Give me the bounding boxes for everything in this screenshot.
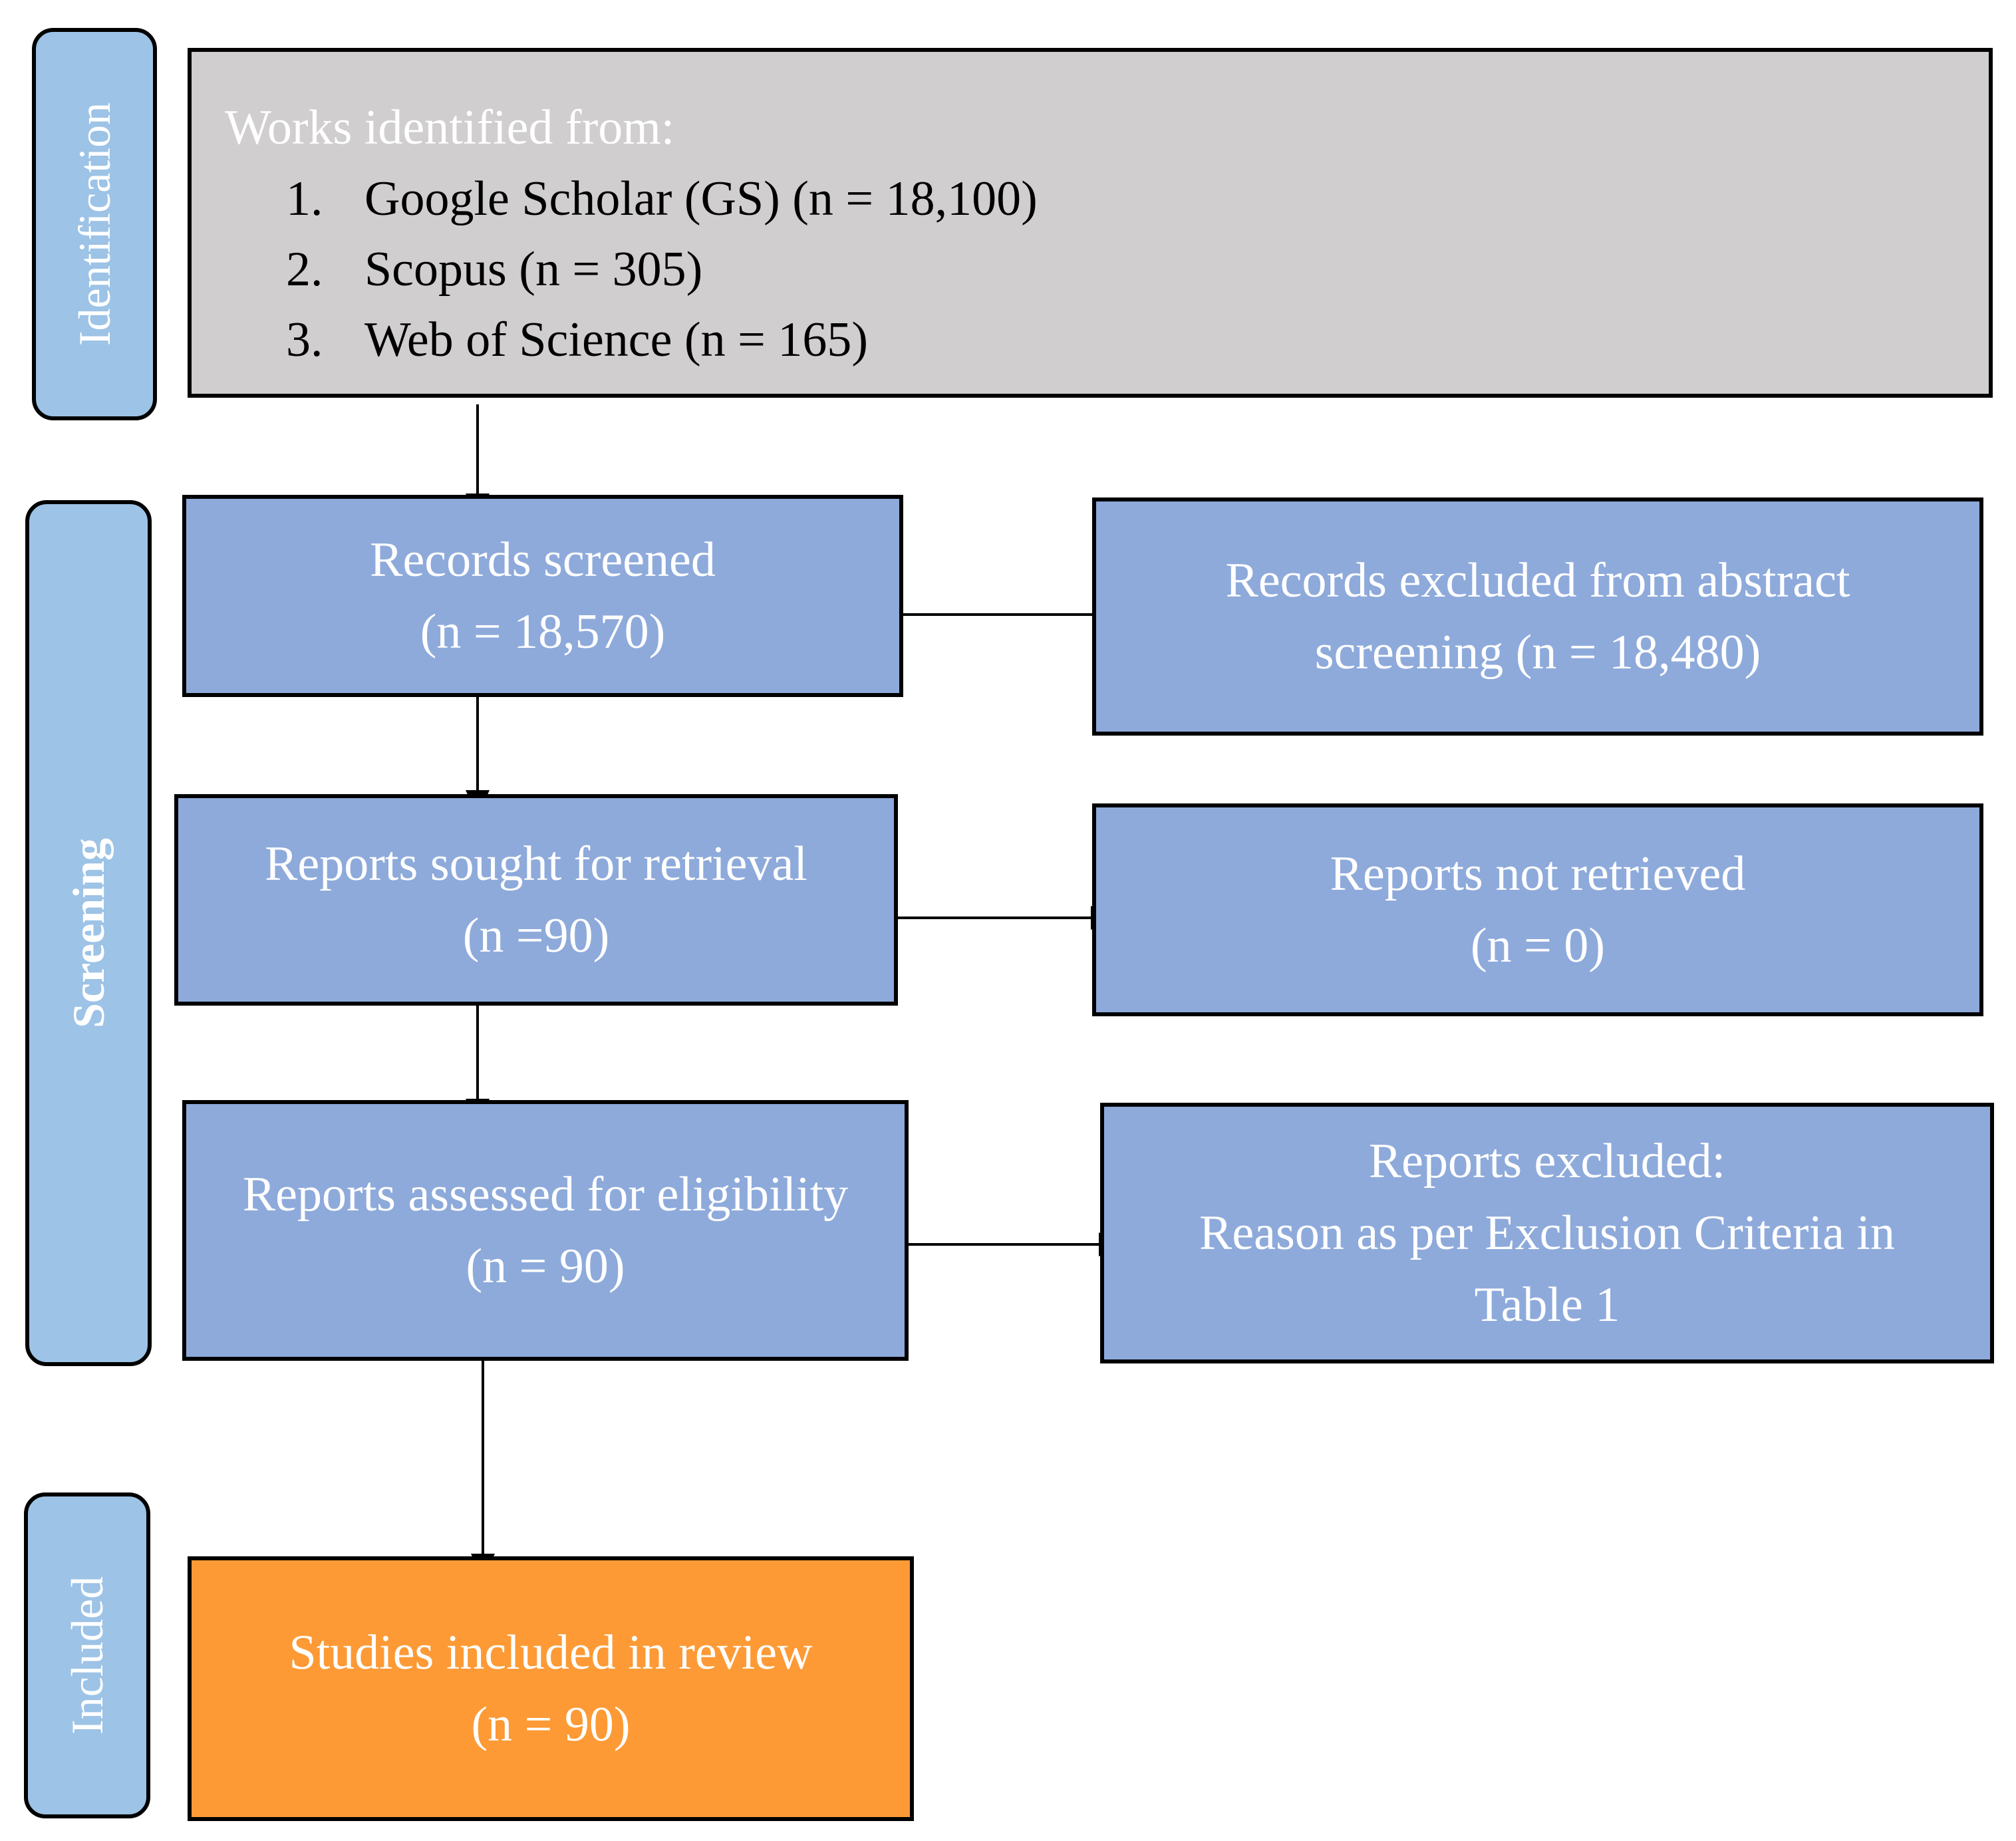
reports-sought-label: Reports sought for retrieval [265, 837, 807, 891]
reports-not-retrieved-box: Reports not retrieved (n = 0) [1092, 803, 1983, 1016]
phase-included-label: Included [62, 1576, 112, 1735]
reports-assessed-box: Reports assessed for eligibility (n = 90… [182, 1100, 909, 1361]
source-list: 1. Google Scholar (GS) (n = 18,100) 2. S… [225, 164, 1038, 375]
records-excluded-label: Records excluded from abstract [1225, 553, 1850, 608]
identification-box: Works identified from: 1. Google Scholar… [188, 48, 1993, 398]
reports-excluded-box: Reports excluded: Reason as per Exclusio… [1100, 1103, 1994, 1363]
studies-included-count: (n = 90) [471, 1697, 631, 1752]
source-text: Google Scholar (GS) (n = 18,100) [364, 172, 1038, 226]
reports-assessed-count: (n = 90) [466, 1239, 625, 1294]
source-text: Scopus (n = 305) [364, 242, 703, 297]
records-screened-box: Records screened (n = 18,570) [182, 495, 903, 697]
identification-title: Works identified from: [225, 100, 675, 155]
phase-identification-label: Identification [69, 102, 120, 347]
phase-screening: Screening [25, 500, 152, 1366]
phase-screening-label: Screening [63, 838, 114, 1028]
records-excluded-count: screening (n = 18,480) [1314, 625, 1761, 680]
source-item: 3. Web of Science (n = 165) [286, 305, 1038, 375]
reports-assessed-label: Reports assessed for eligibility [242, 1167, 849, 1222]
records-screened-label: Records screened [370, 533, 716, 587]
phase-included: Included [24, 1492, 150, 1818]
reports-not-retrieved-count: (n = 0) [1470, 919, 1606, 973]
phase-identification: Identification [32, 28, 157, 420]
studies-included-label: Studies included in review [289, 1626, 813, 1680]
source-text: Web of Science (n = 165) [364, 313, 869, 367]
reports-sought-count: (n =90) [462, 909, 610, 963]
reports-excluded-table-ref: Table 1 [1474, 1278, 1620, 1332]
source-item: 1. Google Scholar (GS) (n = 18,100) [286, 164, 1038, 234]
records-excluded-box: Records excluded from abstract screening… [1092, 497, 1983, 736]
reports-excluded-label: Reports excluded: [1368, 1134, 1726, 1189]
source-number: 1. [286, 172, 323, 226]
reports-sought-box: Reports sought for retrieval (n =90) [174, 794, 898, 1006]
source-number: 3. [286, 313, 323, 367]
reports-excluded-reason: Reason as per Exclusion Criteria in [1199, 1206, 1895, 1260]
source-item: 2. Scopus (n = 305) [286, 234, 1038, 305]
reports-not-retrieved-label: Reports not retrieved [1330, 847, 1746, 901]
records-screened-count: (n = 18,570) [420, 605, 666, 659]
source-number: 2. [286, 242, 323, 297]
studies-included-box: Studies included in review (n = 90) [188, 1556, 914, 1821]
